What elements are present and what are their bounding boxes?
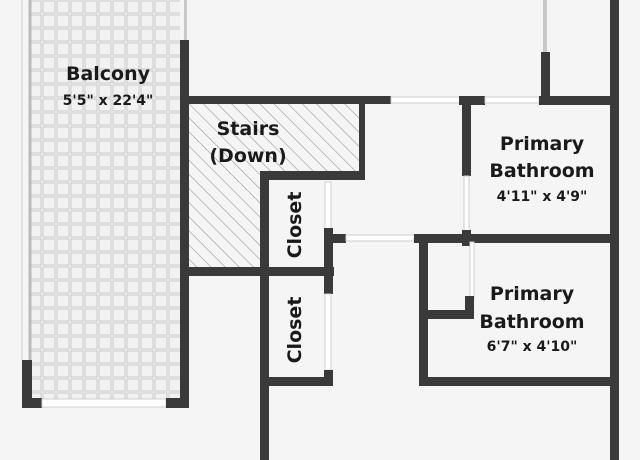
closet-lower-bottom-wall <box>260 377 333 386</box>
balcony-area <box>30 0 180 402</box>
bathroom2-dimensions: 6'7" x 4'10" <box>487 339 578 355</box>
stairs-label: Stairs <box>217 118 280 140</box>
top-wall-right <box>539 96 617 105</box>
bath1-left-wall-top <box>462 96 471 176</box>
stairs-right-wall <box>359 104 365 180</box>
stairs-top-wall <box>189 96 391 104</box>
balcony-label: Balcony <box>66 63 151 85</box>
closet-upper-door <box>324 181 332 233</box>
closet-lower-label: Closet <box>284 297 306 364</box>
closet-upper-left-wall <box>260 172 269 276</box>
balcony-interior-wall-top <box>180 40 189 102</box>
bath2-bottom-wall <box>419 377 617 386</box>
closet-lower-right-wall-bottom <box>324 370 333 380</box>
balcony-interior-wall-thin <box>184 0 187 40</box>
bathroom1-label-line1: Primary <box>500 133 585 155</box>
stairs-direction-label: (Down) <box>209 145 286 167</box>
hall-wall-left <box>326 234 346 243</box>
bath1-bottom-wall-right <box>539 234 617 243</box>
bath2-inner-wall-h <box>428 310 474 319</box>
upper-right-wall-stub <box>541 52 550 104</box>
bath1-bottom-wall <box>462 234 539 243</box>
balcony-bottom-wall-right <box>166 398 188 408</box>
balcony-left-post <box>22 360 32 408</box>
bathroom2-label-line2: Bathroom <box>479 311 584 333</box>
bath2-inner-wall-stub <box>465 296 474 316</box>
upper-right-wall-thin <box>543 0 547 52</box>
hall-door-opening <box>345 234 415 242</box>
closet-upper-right-wall <box>324 228 333 276</box>
bath1-door <box>463 175 470 233</box>
hall-wall-right <box>414 234 470 243</box>
stairs-bottom-step-wall <box>260 171 365 180</box>
closet-lower-left-wall <box>260 268 269 460</box>
lower-room-left-wall <box>260 386 269 460</box>
balcony-bottom-door <box>41 398 167 408</box>
top-wall-mid <box>459 96 485 105</box>
top-door-opening <box>390 96 462 104</box>
bath2-left-wall <box>419 234 428 386</box>
bathroom2-label-line1: Primary <box>490 283 575 305</box>
top-door-opening-2 <box>484 96 540 104</box>
balcony-bottom-wall-left <box>22 398 42 408</box>
closet-lower-right-wall-top <box>324 268 333 294</box>
balcony-interior-wall <box>180 96 189 408</box>
bathroom1-dimensions: 4'11" x 4'9" <box>497 189 588 205</box>
closet-lower-door <box>324 293 332 371</box>
balcony-dimensions: 5'5" x 22'4" <box>63 93 154 109</box>
closet-upper-label: Closet <box>284 192 306 259</box>
bath2-inner-wall-v <box>469 241 475 301</box>
stairs-area <box>189 104 363 268</box>
right-exterior-wall <box>610 0 619 460</box>
bathroom1-label-line2: Bathroom <box>489 160 594 182</box>
